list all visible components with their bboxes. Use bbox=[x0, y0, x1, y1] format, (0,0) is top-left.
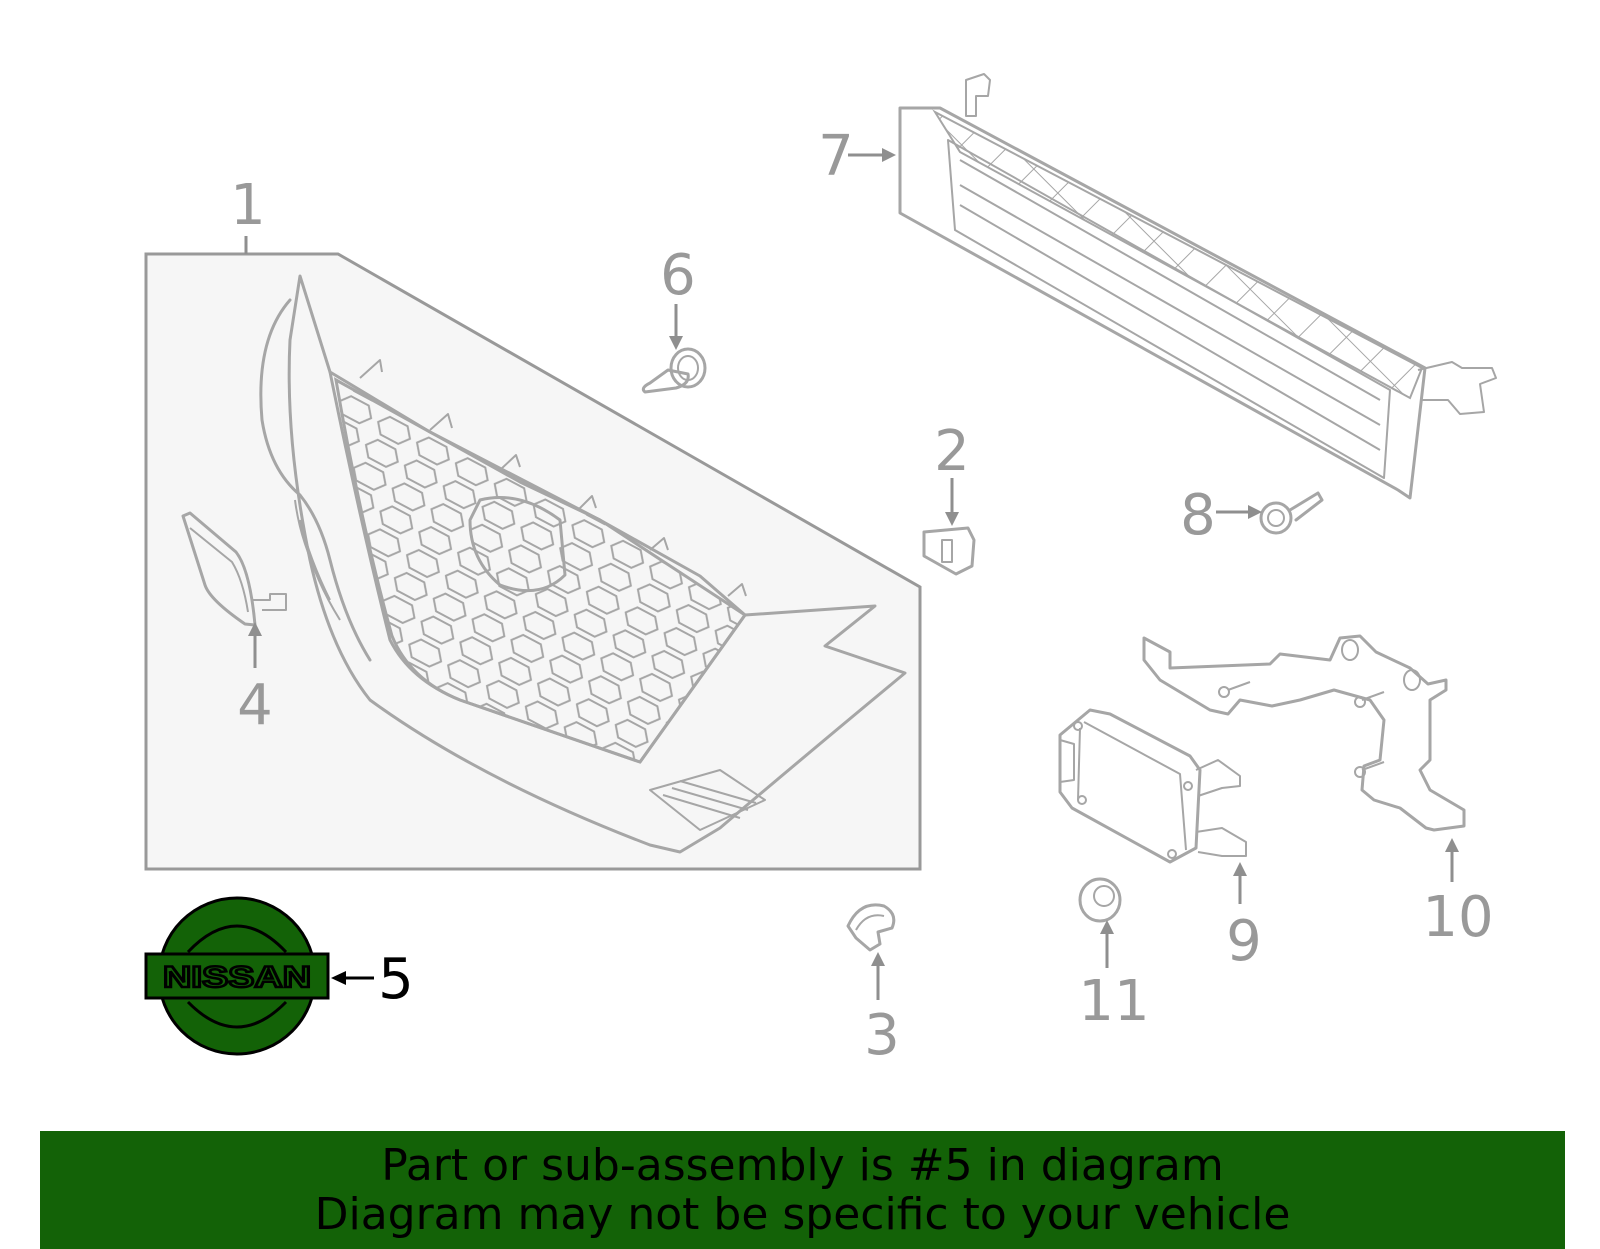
banner-line-disclaimer: Diagram may not be specific to your vehi… bbox=[314, 1189, 1291, 1240]
callout-6: 6 bbox=[660, 243, 696, 308]
grille-hex-mesh bbox=[333, 377, 748, 764]
callout-11: 11 bbox=[1078, 969, 1149, 1034]
grille-assembly bbox=[144, 252, 922, 871]
callout-10: 10 bbox=[1422, 885, 1493, 950]
callout-8: 8 bbox=[1180, 483, 1216, 548]
callout-4: 4 bbox=[237, 673, 273, 738]
callout-9: 9 bbox=[1226, 909, 1262, 974]
part-7-upper-support bbox=[898, 73, 1497, 500]
callout-2: 2 bbox=[934, 419, 970, 484]
part-5-emblem: NISSAN bbox=[144, 896, 330, 1056]
part-8-bolt bbox=[1259, 491, 1324, 535]
emblem-lower-arc bbox=[186, 1000, 288, 1029]
callout-7: 7 bbox=[818, 124, 854, 189]
part-3-push-clip bbox=[846, 903, 896, 952]
emblem-upper-arc bbox=[186, 924, 288, 954]
leader-5-arrow bbox=[331, 971, 346, 985]
leader-lines bbox=[244, 148, 1459, 1000]
part-10-bracket bbox=[1142, 634, 1466, 832]
part-9-module bbox=[1058, 708, 1247, 864]
part-11-grommet bbox=[1078, 877, 1122, 923]
emblem-bar bbox=[144, 952, 330, 1000]
part-6-clip bbox=[641, 347, 707, 394]
callout-3: 3 bbox=[864, 1003, 900, 1068]
info-banner: Part or sub-assembly is #5 in diagram Di… bbox=[40, 1131, 1565, 1249]
callout-1: 1 bbox=[230, 173, 266, 238]
banner-line-part-number: Part or sub-assembly is #5 in diagram bbox=[381, 1140, 1224, 1191]
emblem-text: NISSAN bbox=[163, 961, 311, 994]
part-7-lattice bbox=[932, 109, 1424, 400]
callout-5: 5 bbox=[378, 947, 414, 1012]
part-2-retainer bbox=[922, 526, 976, 576]
